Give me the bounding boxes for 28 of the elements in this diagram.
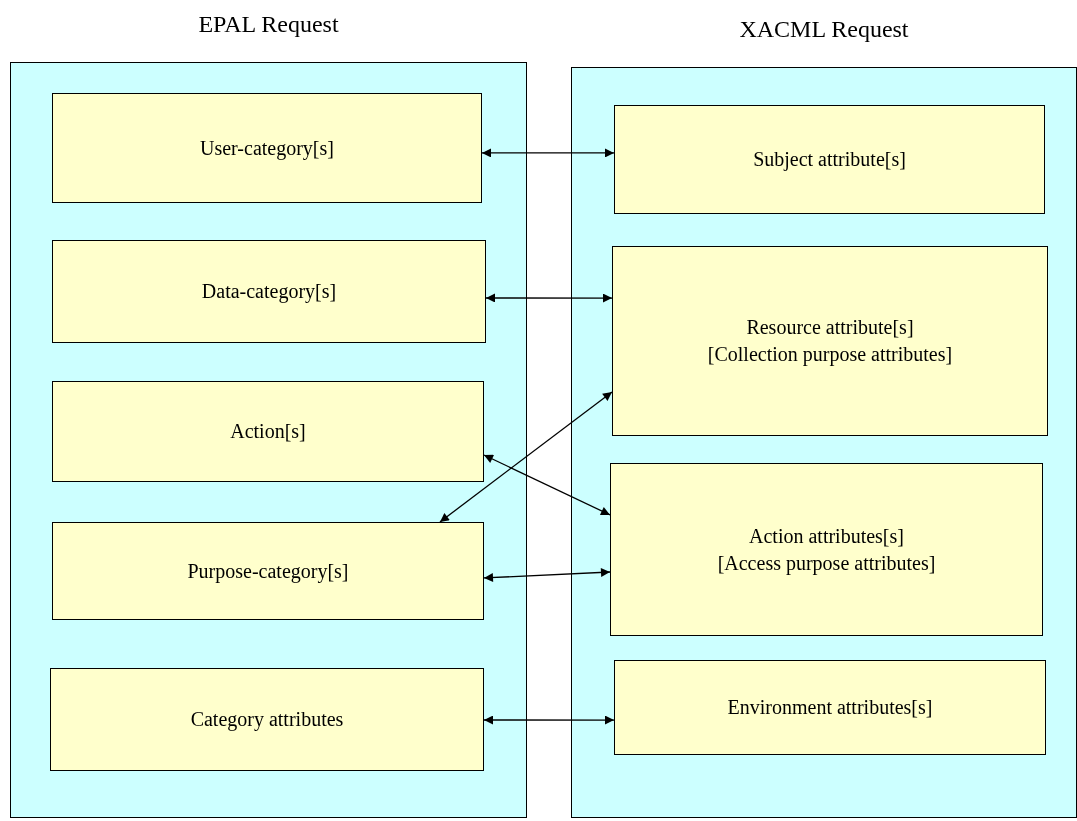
box-label: Data-category[s] xyxy=(201,279,337,305)
box-label: User-category[s] xyxy=(200,135,334,162)
attribute-box xyxy=(610,463,1043,636)
box-label: Resource attribute[s] xyxy=(746,315,914,340)
box-label: [Collection purpose attributes] xyxy=(707,342,953,368)
box-label: Action[s] xyxy=(230,419,306,444)
double-headed-arrow xyxy=(481,148,615,158)
double-headed-arrow xyxy=(439,391,613,523)
box-label: Environment attributes[s] xyxy=(727,695,933,720)
panel-heading: XACML Request xyxy=(738,16,910,43)
box-label: Subject attribute[s] xyxy=(753,147,906,173)
box-label: Purpose-category[s] xyxy=(187,558,349,585)
box-label: [Access purpose attributes] xyxy=(717,550,936,577)
double-headed-arrow xyxy=(485,293,613,303)
panel-heading: EPAL Request xyxy=(197,11,340,38)
attribute-box xyxy=(52,522,484,620)
box-label: Category attributes xyxy=(190,707,344,733)
double-headed-arrow xyxy=(483,567,611,583)
attribute-box xyxy=(612,246,1048,436)
attribute-box xyxy=(614,105,1045,214)
attribute-box xyxy=(52,381,484,482)
box-label: Action attributes[s] xyxy=(749,523,904,549)
attribute-box xyxy=(52,93,482,203)
attribute-box xyxy=(52,240,486,343)
double-headed-arrow xyxy=(483,715,615,725)
attribute-box xyxy=(50,668,484,771)
attribute-box xyxy=(614,660,1046,755)
double-headed-arrow xyxy=(483,454,611,516)
